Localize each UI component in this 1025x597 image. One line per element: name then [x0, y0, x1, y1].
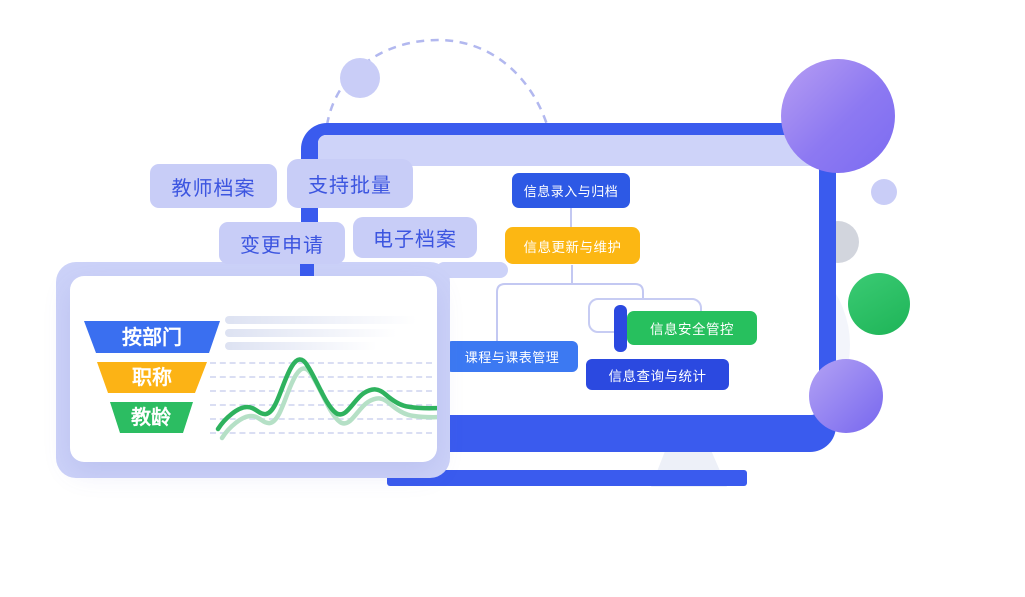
pill-teacher-archive: 教师档案 — [150, 164, 277, 208]
grid-dash-line — [210, 432, 432, 434]
pill-e-archive: 电子档案 — [353, 217, 477, 258]
monitor-border-accent — [300, 263, 314, 277]
grid-dash-line — [210, 362, 432, 364]
analytics-card: 按部门 职称 教龄 — [70, 276, 437, 462]
monitor-stand-base — [387, 470, 747, 486]
pill-change-request: 变更申请 — [219, 222, 345, 264]
lavender-dot-circle — [871, 179, 897, 205]
flow-node-security: 信息安全管控 — [627, 311, 757, 345]
flow-node-entry: 信息录入与归档 — [512, 173, 630, 208]
purple-gradient-circle — [781, 59, 895, 173]
funnel-label-department: 按部门 — [122, 325, 182, 349]
pill-batch-support: 支持批量 — [287, 159, 413, 208]
funnel-and-sparkline: 按部门 职称 教龄 — [84, 321, 437, 441]
flow-node-accent-bar — [614, 305, 627, 352]
funnel-label-age: 教龄 — [131, 405, 172, 429]
flow-node-update: 信息更新与维护 — [505, 227, 640, 264]
funnel-segment-department — [84, 321, 220, 353]
funnel-segment-title — [97, 362, 207, 393]
flow-node-query: 信息查询与统计 — [586, 359, 729, 390]
analytics-card-frame-extension — [436, 262, 508, 278]
skeleton-line — [225, 342, 377, 350]
lavender-circle — [340, 58, 380, 98]
green-circle — [848, 273, 910, 335]
funnel-label-title: 职称 — [132, 365, 172, 389]
flow-node-course: 课程与课表管理 — [446, 341, 578, 372]
funnel-segment-age — [110, 402, 193, 433]
grid-dash-line — [210, 376, 432, 378]
grid-dash-line — [210, 404, 432, 406]
skeleton-line — [225, 329, 397, 337]
skeleton-line — [225, 316, 417, 324]
purple-corner-circle — [809, 359, 883, 433]
grid-dash-line — [210, 418, 432, 420]
sparkline-dark — [215, 357, 437, 432]
